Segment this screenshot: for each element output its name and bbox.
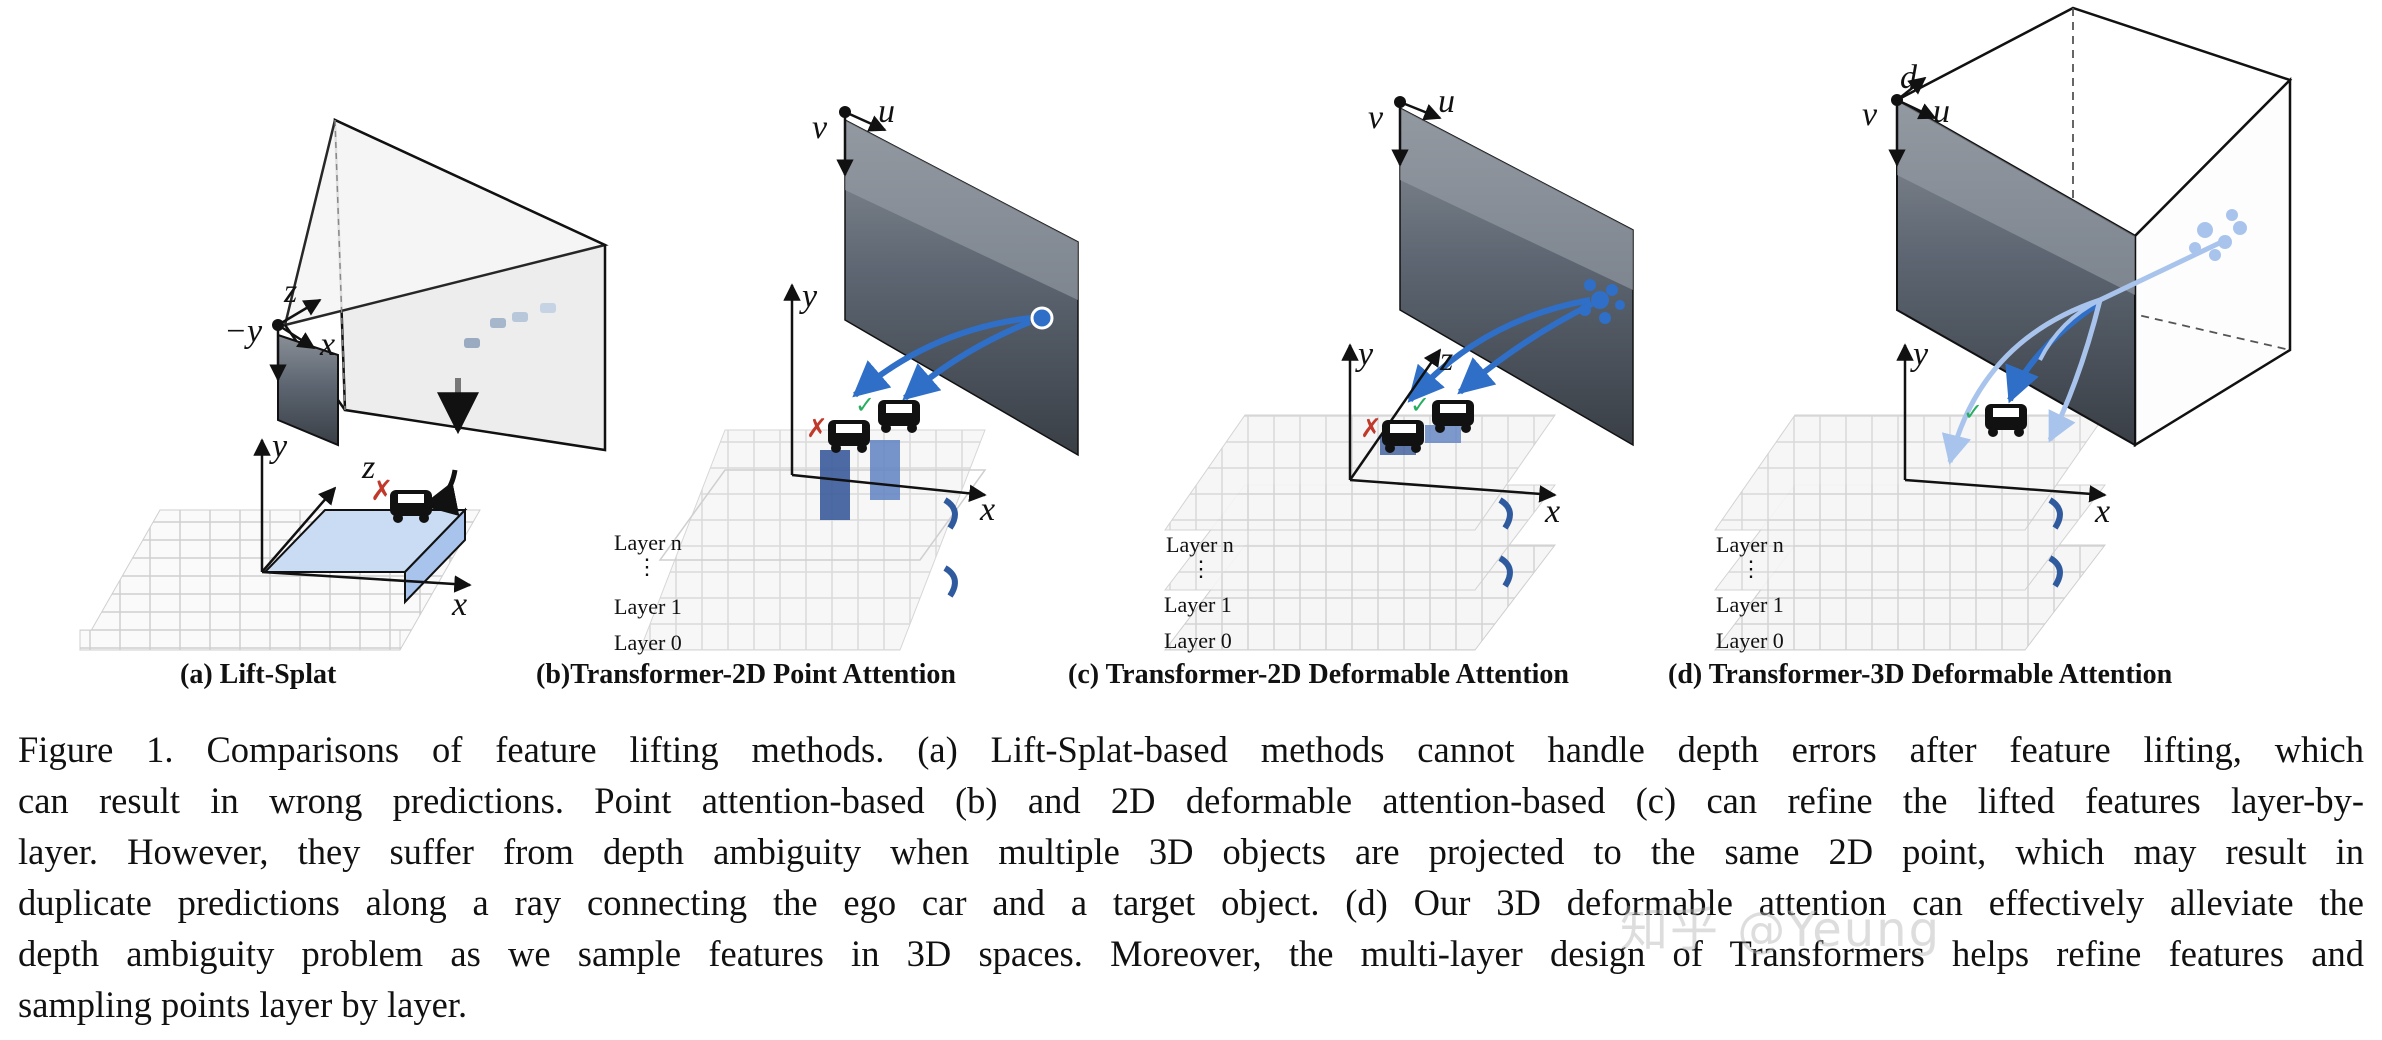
- layer-n-label: Layer n: [1166, 532, 1234, 557]
- axis-z-cam-label: z: [283, 273, 297, 310]
- panel-a-label: (a) Lift-Splat: [180, 659, 337, 690]
- axis-x-label: x: [1544, 493, 1560, 530]
- wrong-mark: ✗: [370, 476, 393, 507]
- axis-d-label: d: [1900, 59, 1918, 96]
- svg-text:⋮: ⋮: [1740, 556, 1762, 581]
- layer-1-label: Layer 1: [1716, 592, 1784, 617]
- car-icon: [1432, 400, 1474, 433]
- caption-line: Figure 1. Comparisons of feature lifting…: [18, 729, 2364, 770]
- axis-y-label: y: [799, 278, 818, 315]
- caption-line: sampling points layer by layer.: [18, 984, 468, 1025]
- svg-text:⋮: ⋮: [636, 554, 658, 579]
- axis-y-label: y: [269, 428, 288, 465]
- layer-n-label: Layer n: [614, 530, 682, 555]
- watermark: 知乎 @Yeung: [1620, 902, 1942, 958]
- right-mark: ✓: [1963, 398, 1983, 426]
- panel-d: ✓ y x v u d Layer n ⋮ Layer 1 Layer 0 (d…: [1668, 6, 2293, 690]
- axis-u-label: u: [1438, 83, 1455, 120]
- lifted-volume-front: [404, 507, 466, 605]
- car-icon: [828, 420, 870, 453]
- figure-1: ✗ y x z −y z x (a) Lift-Splat: [79, 6, 2293, 690]
- layer-n-label: Layer n: [1716, 532, 1784, 557]
- axis-y-label: y: [1355, 336, 1374, 373]
- axis-z-label: z: [361, 449, 375, 486]
- axis-x-label: x: [979, 491, 995, 528]
- camera-image-a: [277, 333, 339, 447]
- svg-text:⋮: ⋮: [1190, 556, 1212, 581]
- layer-1-label: Layer 1: [1164, 592, 1232, 617]
- axis-x-cam-label: x: [319, 326, 335, 363]
- panel-d-label: (d) Transformer-3D Deformable Attention: [1668, 659, 2173, 690]
- layer-0-label: Layer 0: [1164, 628, 1232, 653]
- car-icon: [1985, 404, 2027, 437]
- axis-v-label: v: [1368, 99, 1384, 136]
- caption-line: depth ambiguity problem as we sample fea…: [18, 933, 2364, 974]
- right-mark: ✓: [1410, 391, 1430, 419]
- right-mark: ✓: [855, 391, 875, 419]
- axis-u-label: u: [878, 93, 895, 130]
- frustum-top: [283, 118, 609, 327]
- caption-line: layer. However, they suffer from depth a…: [18, 831, 2364, 872]
- wrong-mark: ✗: [1360, 414, 1382, 444]
- panel-b-label: (b)Transformer-2D Point Attention: [536, 659, 956, 690]
- axis-x-label: x: [2094, 493, 2110, 530]
- panel-c: ✗ ✓ y x z v u Layer n ⋮ Layer 1 Layer 0 …: [1068, 83, 1634, 690]
- axis-u-label: u: [1933, 93, 1950, 130]
- panel-b: ✗ ✓ y x v u Layer n ⋮ Layer 1 Layer 0 (b…: [536, 93, 1079, 690]
- layer-0-label: Layer 0: [1716, 628, 1784, 653]
- car-icon: [1382, 420, 1424, 453]
- axis-v-label: v: [812, 109, 828, 146]
- panel-c-label: (c) Transformer-2D Deformable Attention: [1068, 659, 1569, 690]
- layer-0-label: Layer 0: [614, 630, 682, 655]
- layer-1-label: Layer 1: [614, 594, 682, 619]
- axis-v-label: v: [1862, 96, 1878, 133]
- axis-y-label: y: [1910, 336, 1929, 373]
- figure-caption: Figure 1. Comparisons of feature lifting…: [18, 724, 2364, 1030]
- car-icon: [878, 400, 920, 433]
- caption-line: duplicate predictions along a ray connec…: [18, 882, 2364, 923]
- axis-z-label: z: [1439, 341, 1453, 378]
- panel-a: ✗ y x z −y z x (a) Lift-Splat: [79, 118, 609, 690]
- axis-x-label: x: [451, 586, 467, 623]
- wrong-mark: ✗: [806, 414, 828, 444]
- caption-line: can result in wrong predictions. Point a…: [18, 780, 2364, 821]
- axis-neg-y-label: −y: [224, 313, 263, 350]
- ground-grid-front: [79, 629, 401, 651]
